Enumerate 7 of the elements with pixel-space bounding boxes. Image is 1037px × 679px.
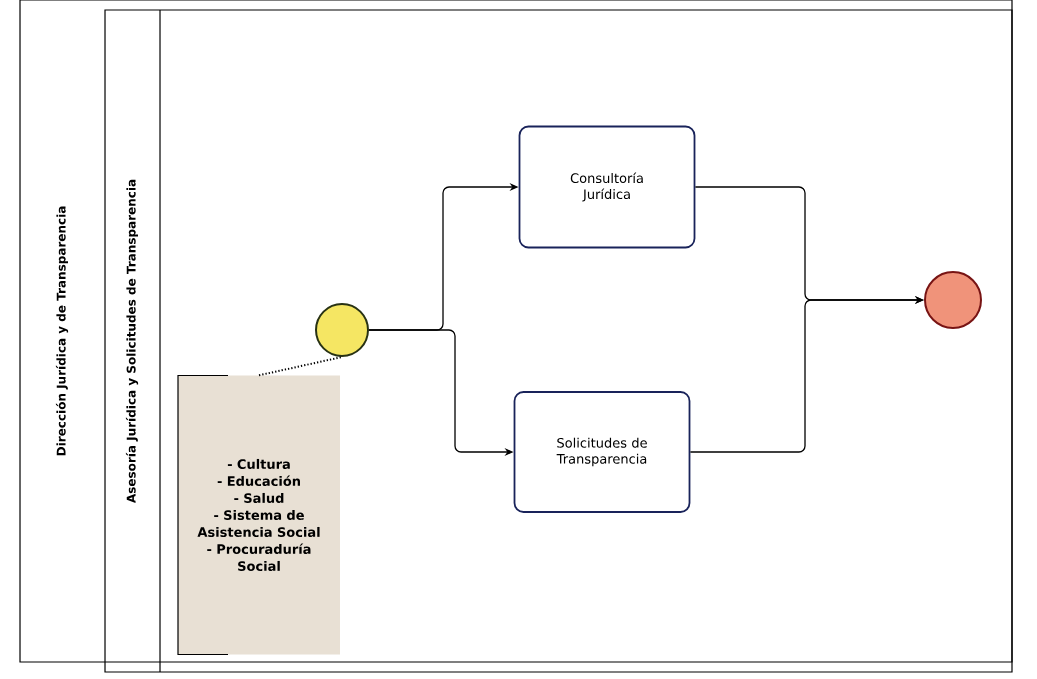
- event-circle: [924, 271, 982, 329]
- sequence-arrow: [689, 295, 924, 453]
- annotation: - Cultura - Educación - Salud - Sistema de Asistencia Social - Procuraduría Social: [177, 374, 340, 656]
- association-line: [258, 356, 343, 377]
- task-box: Consultoría Jurídica: [518, 125, 696, 249]
- event-circle: [315, 303, 369, 357]
- task-box: Solicitudes de Transparencia: [513, 391, 691, 513]
